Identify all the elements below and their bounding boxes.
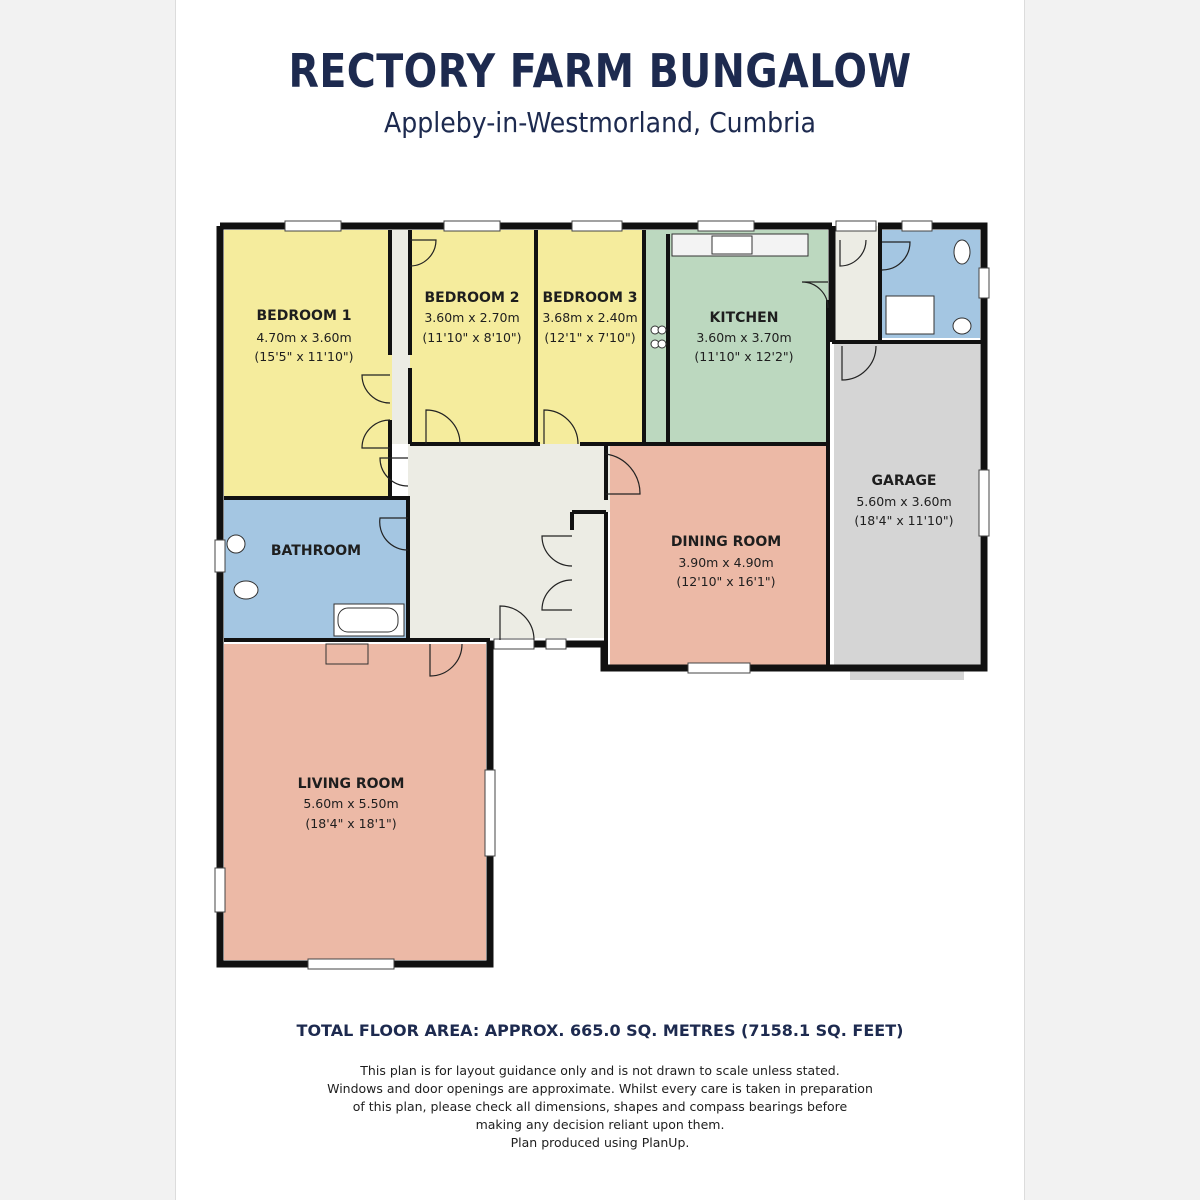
living-room-metric: 5.60m x 5.50m: [303, 796, 398, 811]
window-dining: [687, 662, 751, 674]
bath-inner-icon: [337, 607, 399, 633]
dining-room-metric: 3.90m x 4.90m: [678, 555, 773, 570]
window-shower: [901, 220, 933, 232]
sink-icon: [711, 235, 753, 255]
garage-imperial: (18'4" x 11'10"): [854, 513, 953, 528]
room-labels: BEDROOM 1 4.70m x 3.60m (15'5" x 11'10")…: [254, 290, 953, 831]
kitchen-label: KITCHEN: [710, 310, 779, 326]
toilet-icon: [953, 239, 971, 265]
bedroom-3-imperial: (12'1" x 7'10"): [544, 330, 635, 345]
bedroom-3-metric: 3.68m x 2.40m: [542, 310, 637, 325]
dining-room-label: DINING ROOM: [671, 534, 781, 550]
hob-ring-icon: [657, 339, 667, 349]
bedroom-2-metric: 3.60m x 2.70m: [424, 310, 519, 325]
window-bedroom-3: [571, 220, 623, 232]
disclaimer-line: This plan is for layout guidance only an…: [360, 1063, 840, 1078]
living-room-label: LIVING ROOM: [298, 776, 405, 792]
door-kitchen: [801, 281, 829, 309]
disclaimer-line: of this plan, please check all dimension…: [352, 1099, 848, 1114]
door-hall-left: [379, 457, 409, 487]
basin-icon: [226, 534, 246, 554]
bedroom-3-fill: [538, 230, 642, 444]
garage-metric: 5.60m x 3.60m: [856, 494, 951, 509]
total-floor-area: TOTAL FLOOR AREA: APPROX. 665.0 SQ. METR…: [296, 1021, 904, 1040]
disclaimer-line: Plan produced using PlanUp.: [510, 1135, 690, 1150]
hallway-fill: [408, 444, 610, 638]
door-cupboard-hall-2: [541, 579, 573, 611]
door-front: [499, 605, 535, 641]
window-hall-small: [545, 638, 567, 650]
interior-walls: [224, 226, 984, 668]
door-bathroom: [379, 517, 409, 551]
bathroom-label: BATHROOM: [271, 543, 361, 559]
bedroom-1-fill: [224, 230, 392, 500]
window-bathroom: [214, 539, 226, 573]
dining-room-imperial: (12'10" x 16'1"): [676, 574, 775, 589]
window-living-bottom: [307, 958, 395, 970]
door-bedroom-3: [543, 409, 579, 445]
door-bedroom-1b: [361, 419, 391, 449]
bedroom-2-fill: [410, 230, 534, 444]
bedroom-2-label: BEDROOM 2: [425, 290, 520, 306]
lobby-fill: [832, 226, 878, 342]
door-shower: [881, 241, 911, 271]
fixtures: [226, 233, 972, 665]
bedroom-1-label: BEDROOM 1: [257, 308, 352, 324]
kitchen-fill: [646, 230, 828, 444]
door-living: [429, 643, 463, 677]
door-bedroom-1: [361, 374, 391, 404]
bedroom-2-imperial: (11'10" x 8'10"): [422, 330, 521, 345]
basin-icon: [952, 317, 972, 335]
page-subtitle: Appleby-in-Westmorland, Cumbria: [384, 106, 816, 139]
living-room-imperial: (18'4" x 18'1"): [305, 816, 396, 831]
disclaimer: This plan is for layout guidance only an…: [0, 1062, 1200, 1152]
window-shower-side: [978, 267, 990, 299]
door-bedroom-2: [425, 409, 461, 445]
window-living-left: [214, 867, 226, 913]
garage-label: GARAGE: [872, 473, 937, 489]
window-kitchen: [697, 220, 755, 232]
window-bedroom-2: [443, 220, 501, 232]
dining-room-fill: [610, 444, 828, 666]
bedroom-1-imperial: (15'5" x 11'10"): [254, 349, 353, 364]
window-living-side: [484, 769, 496, 857]
bedroom-corridor-fill: [392, 230, 410, 444]
window-garage: [978, 469, 990, 537]
disclaimer-line: making any decision reliant upon them.: [475, 1117, 725, 1132]
door-garage: [841, 345, 877, 381]
toilet-icon: [233, 580, 259, 600]
door-cupboard: [409, 239, 437, 267]
hob-ring-icon: [657, 325, 667, 335]
window-bedroom-1: [284, 220, 342, 232]
disclaimer-line: Windows and door openings are approximat…: [327, 1081, 873, 1096]
windows: [214, 220, 990, 970]
door-lobby: [839, 239, 867, 267]
garage-fill: [834, 342, 980, 668]
doors: [361, 239, 911, 677]
door-dining: [605, 453, 641, 495]
bedroom-1-metric: 4.70m x 3.60m: [256, 330, 351, 345]
bedroom-3-label: BEDROOM 3: [543, 290, 638, 306]
window-hall: [493, 638, 535, 650]
window-lobby: [835, 220, 877, 232]
fireplace-icon: [325, 643, 369, 665]
kitchen-metric: 3.60m x 3.70m: [696, 330, 791, 345]
shower-tray-icon: [885, 295, 935, 335]
door-cupboard-hall: [541, 535, 573, 567]
living-room-fill: [224, 644, 486, 960]
page-title: RECTORY FARM BUNGALOW: [288, 44, 912, 98]
kitchen-imperial: (11'10" x 12'2"): [694, 349, 793, 364]
